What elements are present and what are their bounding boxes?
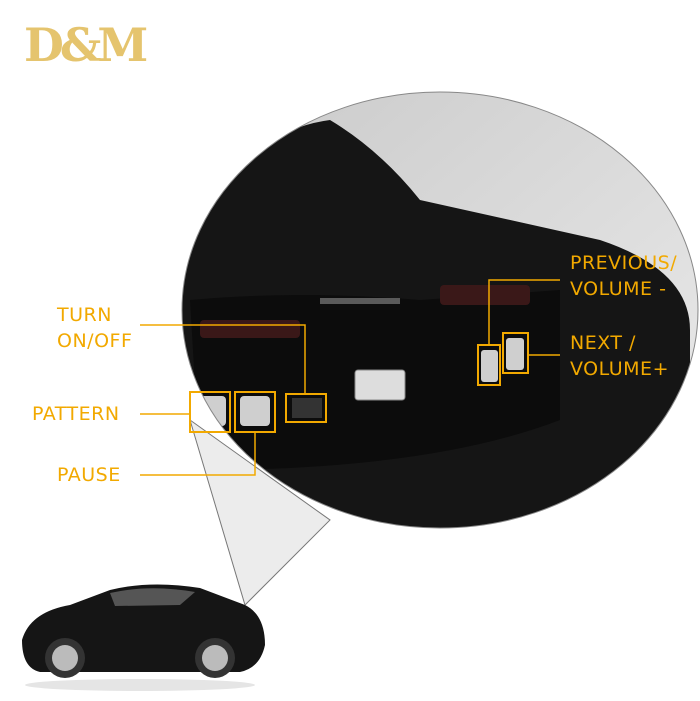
label-line: PREVIOUS/ (570, 252, 678, 274)
label-previous-volume-down: PREVIOUS/ VOLUME - (570, 250, 677, 302)
label-next-volume-up: NEXT / VOLUME+ (570, 330, 669, 382)
zoom-cone (189, 418, 331, 606)
label-turn-on-off: TURN ON/OFF (57, 302, 132, 354)
label-line: ON/OFF (57, 330, 133, 352)
brand-logo-text: D&M (24, 18, 148, 72)
callout-lines (140, 279, 560, 476)
brand-logo: D&M (24, 18, 148, 72)
label-line: VOLUME+ (570, 358, 669, 380)
label-pause: PAUSE (57, 464, 121, 486)
car-thumbnail (22, 584, 265, 691)
label-line: VOLUME - (570, 278, 667, 300)
zoom-detail (182, 92, 698, 528)
label-line: TURN (57, 304, 112, 326)
label-pattern: PATTERN (32, 403, 120, 425)
label-line: NEXT / (570, 332, 636, 354)
